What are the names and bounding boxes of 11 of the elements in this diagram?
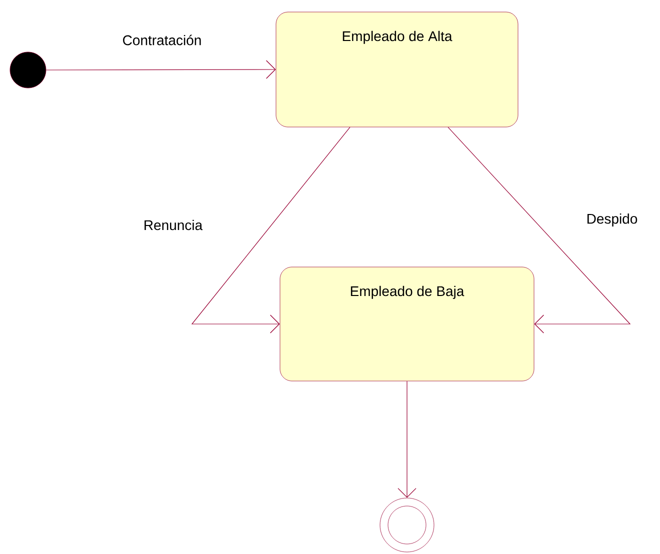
arrow (398, 380, 416, 498)
arrow (191, 126, 350, 334)
arrow (448, 126, 631, 334)
final-state (380, 498, 434, 552)
edge-label: Despido (585, 212, 639, 228)
arrow (46, 60, 276, 79)
state-box: Empleado de Alta (276, 12, 518, 128)
edge-label: Contratación (121, 34, 203, 46)
state-box: Empleado de Baja (280, 266, 534, 382)
initial-state (10, 52, 46, 88)
edge-label: Renuncia (142, 218, 204, 232)
